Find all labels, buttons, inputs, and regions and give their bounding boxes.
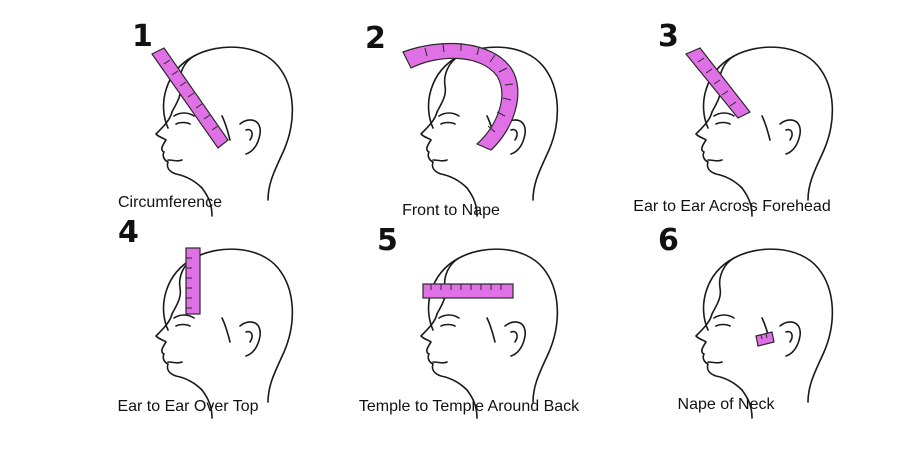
measuring-tape-3 — [685, 47, 751, 119]
step-number: 2 — [365, 21, 386, 56]
tape-ticks-5 — [430, 284, 502, 290]
head-illustration-1 — [151, 46, 294, 217]
tape-ticks-6 — [760, 333, 768, 340]
measuring-tape-1 — [151, 47, 229, 149]
step-number: 6 — [658, 223, 679, 258]
head-illustration-6 — [695, 248, 834, 419]
measuring-tape-2 — [402, 42, 519, 151]
caption: Ear to Ear Across Forehead — [633, 198, 831, 215]
head-illustration-2 — [402, 42, 559, 217]
caption: Circumference — [117, 194, 223, 211]
step-number: 1 — [132, 19, 153, 54]
step-number: 4 — [118, 215, 139, 250]
measuring-tape-6 — [755, 331, 775, 347]
head-illustration-3 — [685, 46, 834, 217]
measuring-tape-5 — [422, 283, 514, 299]
head-illustration-4 — [155, 247, 294, 419]
panel-ear-to-ear-across-forehead: 3 Ear to Ear Across Forehead — [610, 20, 870, 230]
panel-nape-of-neck: 6 Nape of Neck — [610, 222, 870, 432]
panel-temple-to-temple-around-back: 5 Temple to Temple Around Back — [335, 222, 595, 432]
caption: Nape of Neck — [677, 396, 775, 413]
step-number: 5 — [377, 223, 398, 258]
panel-circumference: 1 Circumference — [70, 20, 330, 230]
step-number: 3 — [658, 19, 679, 54]
tape-ticks-2 — [424, 43, 514, 133]
head-illustration-5 — [420, 248, 559, 419]
tape-ticks-3 — [697, 57, 737, 107]
panel-front-to-nape: 2 Front to Nape — [335, 20, 595, 230]
caption: Front to Nape — [402, 202, 500, 219]
caption: Ear to Ear Over Top — [117, 398, 259, 415]
tape-ticks-4 — [186, 257, 192, 309]
panel-ear-to-ear-over-top: 4 Ear to Ear Over Top — [70, 218, 330, 432]
caption: Temple to Temple Around Back — [358, 398, 580, 415]
tape-ticks-1 — [163, 59, 219, 131]
